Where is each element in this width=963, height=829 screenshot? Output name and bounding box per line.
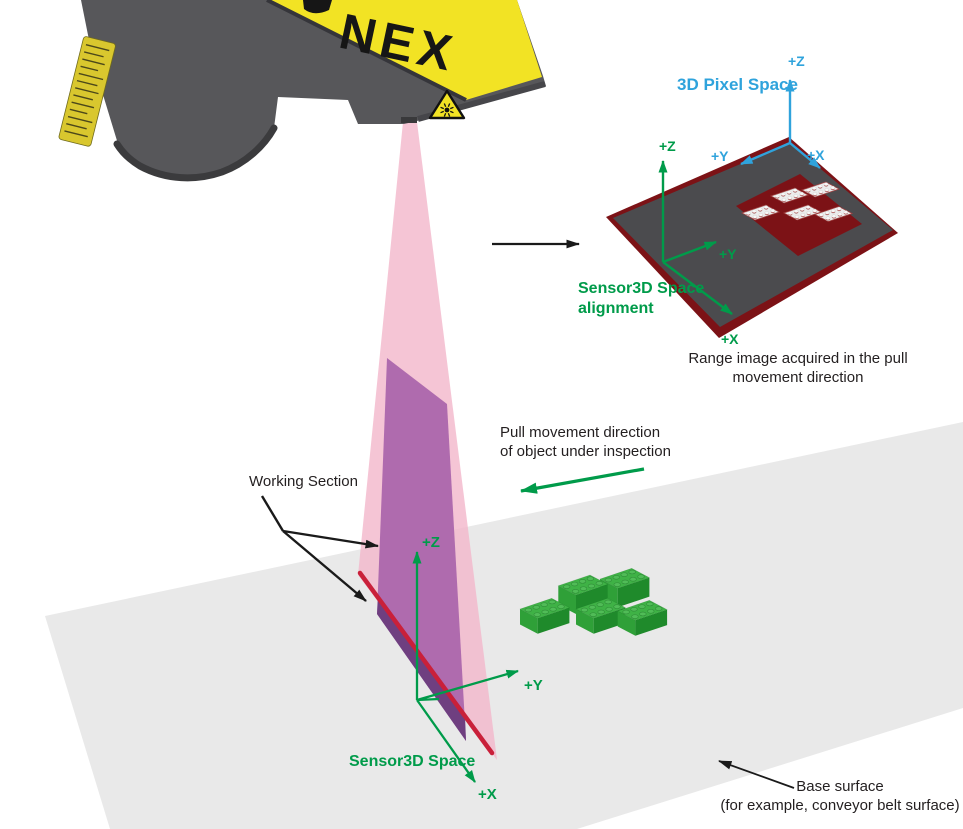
base-surface-arrow	[718, 760, 795, 789]
align-axis-y-label: +Y	[719, 246, 737, 262]
align-axis-z-label: +Z	[659, 138, 676, 154]
base-surface	[45, 422, 963, 829]
pull-direction-arrow	[520, 467, 645, 494]
lego-bricks	[519, 567, 668, 636]
range-image-bricks	[740, 181, 854, 222]
sensor-housing: NEX	[58, 0, 546, 182]
laser-line	[357, 570, 495, 756]
main-axis-y-label: +Y	[524, 677, 543, 694]
alignment-axes	[658, 160, 733, 315]
range-caption-line2: movement direction	[732, 369, 864, 386]
lego-brick	[519, 597, 571, 634]
logo-fragment	[303, 0, 332, 14]
sensor-bottom-face	[113, 124, 278, 182]
base-surface-line2: (for example, conveyor belt surface)	[720, 796, 960, 814]
working-section-plane	[377, 358, 466, 741]
working-section-leader	[260, 495, 285, 532]
working-section-arrow-1	[282, 529, 379, 549]
pixel-axis-y-label: +Y	[711, 148, 729, 164]
main-axis-x-label: +X	[478, 786, 497, 803]
pull-direction-label: Pull movement direction of object under …	[500, 423, 671, 461]
laser-aperture	[401, 117, 417, 123]
sensor-side-label	[58, 36, 116, 147]
base-surface-line1: Base surface	[796, 778, 884, 795]
working-section-label: Working Section	[249, 473, 358, 490]
base-surface-label: Base surface (for example, conveyor belt…	[705, 778, 963, 815]
laser-warning-icon	[428, 89, 466, 120]
align-axis-x-label: +X	[721, 331, 739, 347]
alignment-line2: alignment	[578, 300, 654, 317]
working-section-arrow-2	[282, 530, 367, 602]
sensor3d-space-label: Sensor3D Space	[349, 753, 476, 770]
pull-direction-line2: of object under inspection	[500, 443, 671, 460]
range-image-caption: Range image acquired in the pull movemen…	[662, 349, 934, 387]
range-brick	[740, 204, 781, 221]
range-brick	[782, 204, 823, 221]
lego-brick	[575, 597, 627, 634]
lego-brick	[616, 599, 668, 636]
annotation-arrows	[260, 239, 795, 789]
pixel-axis-z-label: +Z	[788, 53, 805, 69]
alignment-line1: Sensor3D Space	[578, 280, 705, 297]
pixel-space-label: 3D Pixel Space	[677, 75, 798, 94]
range-caption-line1: Range image acquired in the pull	[688, 350, 908, 367]
pull-direction-line1: Pull movement direction	[500, 424, 661, 441]
main-axis-z-label: +Z	[422, 534, 440, 551]
pixel-axis-x-label: +X	[807, 147, 825, 163]
range-brick	[769, 187, 810, 204]
sensor3d-axes	[412, 551, 519, 783]
range-brick	[813, 206, 854, 222]
sensor-panel-bevel	[266, 0, 467, 102]
sensor-yellow-panel	[267, 0, 542, 100]
alignment-label: Sensor3D Space alignment	[578, 279, 704, 319]
range-brick	[800, 181, 841, 198]
pixel-space-axes	[740, 79, 821, 169]
range-image-plate	[606, 137, 898, 338]
